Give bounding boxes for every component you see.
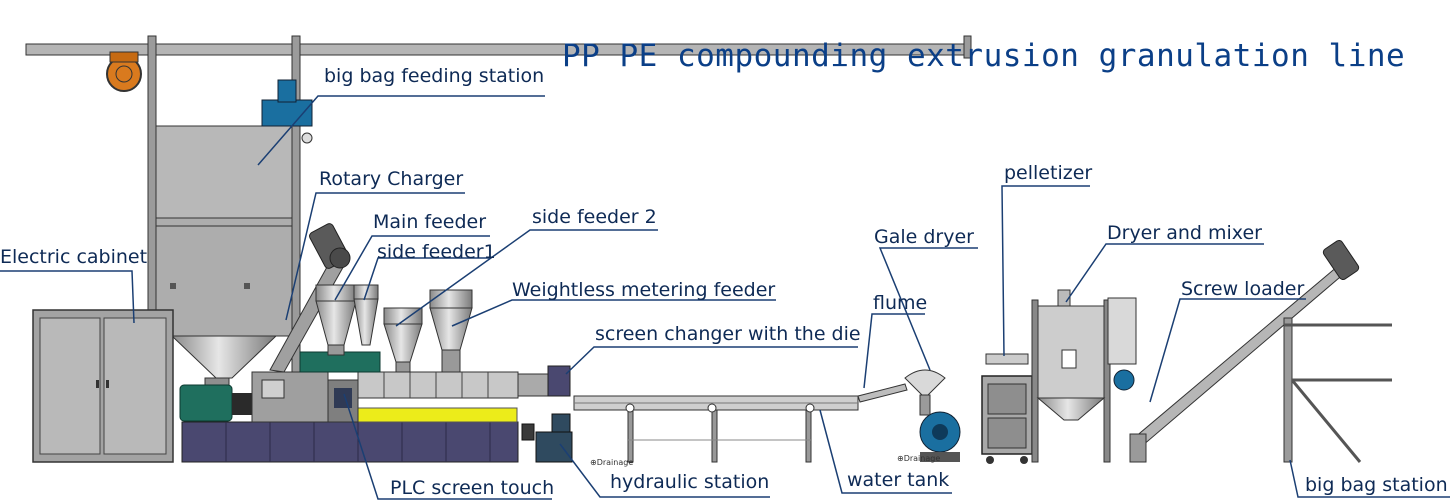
label-big-bag-feeding-station: big bag feeding station xyxy=(324,65,545,87)
screw-loader xyxy=(1129,239,1360,463)
label-rotary-charger: Rotary Charger xyxy=(319,168,464,190)
water-tank xyxy=(573,383,908,463)
label-weightless-metering-feeder: Weightless metering feeder xyxy=(512,279,776,301)
electric-cabinet xyxy=(32,309,174,463)
label-dryer-and-mixer: Dryer and mixer xyxy=(1107,222,1262,244)
label-flume: flume xyxy=(873,292,928,314)
label-pelletizer: pelletizer xyxy=(1004,162,1093,184)
weightless-metering-feeder xyxy=(429,289,473,373)
label-screw-loader: Screw loader xyxy=(1181,278,1305,300)
hydraulic-station xyxy=(521,413,573,463)
label-screen-changer: screen changer with the die xyxy=(595,323,861,345)
leader-lines xyxy=(0,95,1450,500)
label-plc-screen-touch: PLC screen touch xyxy=(390,477,555,499)
pelletizer xyxy=(981,353,1033,464)
big-bag-station xyxy=(1283,317,1392,463)
drainage-mark-2: ⊕Drainage xyxy=(897,454,941,463)
twin-screw-extruder xyxy=(179,351,571,463)
label-hydraulic-station: hydraulic station xyxy=(610,471,770,493)
label-water-tank: water tank xyxy=(847,469,950,491)
diagram-title: PP PE compounding extrusion granulation … xyxy=(562,38,1406,74)
label-electric-cabinet: Electric cabinet xyxy=(0,246,148,268)
label-big-bag-station: big bag station xyxy=(1305,474,1448,496)
dryer-and-mixer xyxy=(1031,289,1137,463)
drainage-mark-1: ⊕Drainage xyxy=(590,458,634,467)
label-side-feeder-2: side feeder 2 xyxy=(532,206,657,228)
big-bag-feeding-station xyxy=(25,35,972,391)
label-side-feeder-1: side feeder1 xyxy=(377,241,496,263)
main-feeder xyxy=(315,284,357,356)
label-gale-dryer: Gale dryer xyxy=(874,226,974,248)
label-main-feeder: Main feeder xyxy=(373,211,487,233)
side-feeder-2 xyxy=(383,307,423,373)
gale-dryer xyxy=(904,369,961,462)
